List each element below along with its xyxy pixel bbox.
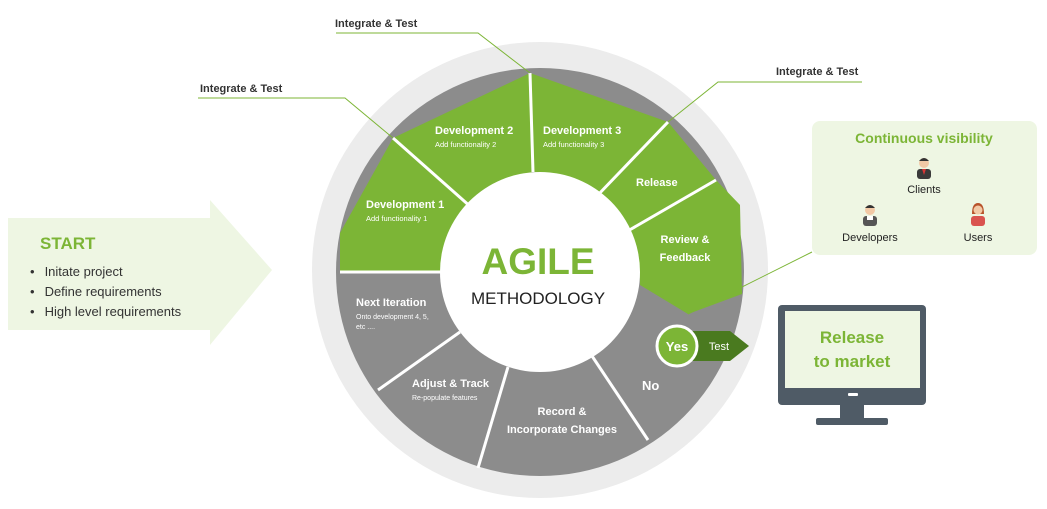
record-line2: Incorporate Changes [507, 424, 617, 436]
dev2-sub: Add functionality 2 [435, 140, 496, 149]
developers-label: Developers [842, 232, 898, 244]
green-dividers [392, 72, 717, 234]
visibility-title: Continuous visibility [855, 130, 993, 146]
center-title: AGILE [481, 241, 594, 282]
segment-development-3 [530, 73, 668, 197]
next-title: Next Iteration [356, 297, 427, 309]
adjust-sub: Re-populate features [412, 395, 478, 402]
user-person-icon [971, 203, 985, 226]
dev1-title: Development 1 [366, 199, 444, 211]
center-subtitle: METHODOLOGY [471, 289, 605, 308]
green-segments [340, 73, 742, 314]
monitor-icon: Release to market [778, 305, 926, 425]
integrate-test-left: Integrate & Test [200, 83, 283, 95]
segment-review-feedback [626, 180, 742, 314]
record-line1: Record & [538, 406, 587, 418]
dev3-title: Development 3 [543, 125, 621, 137]
monitor-line1: Release [820, 328, 884, 347]
segment-development-2 [393, 73, 533, 208]
integrate-test-top: Integrate & Test [335, 18, 418, 30]
release-title: Release [636, 177, 678, 189]
visibility-box: Continuous visibility Clients Developers… [687, 121, 1037, 315]
test-label: Test [709, 341, 729, 353]
review-line1: Review & [661, 234, 710, 246]
next-sub2: etc .... [356, 324, 375, 331]
developer-person-icon [863, 205, 877, 226]
yes-test-arrow: Yes Test [655, 324, 749, 368]
monitor-line2: to market [814, 352, 891, 371]
start-item: Initate project [30, 262, 181, 282]
dev2-title: Development 2 [435, 125, 513, 137]
start-item: Define requirements [30, 282, 181, 302]
gray-dividers [340, 270, 650, 469]
segment-release [596, 122, 716, 232]
dev3-sub: Add functionality 3 [543, 140, 604, 149]
segment-development-1 [340, 138, 472, 272]
adjust-title: Adjust & Track [412, 378, 490, 390]
next-sub1: Onto development 4, 5, [356, 314, 429, 321]
yes-label: Yes [666, 339, 688, 354]
dev1-sub: Add functionality 1 [366, 214, 427, 223]
users-label: Users [964, 232, 993, 244]
no-label: No [642, 378, 659, 393]
clients-label: Clients [907, 184, 941, 196]
start-list: Initate project Define requirements High… [30, 262, 182, 322]
center-circle [440, 172, 640, 372]
start-title: START [40, 234, 96, 253]
integrate-test-right: Integrate & Test [776, 66, 859, 78]
client-person-icon [917, 158, 931, 179]
integrate-callouts [198, 32, 862, 139]
start-item: High level requirements [30, 302, 182, 322]
review-line2: Feedback [660, 252, 712, 264]
